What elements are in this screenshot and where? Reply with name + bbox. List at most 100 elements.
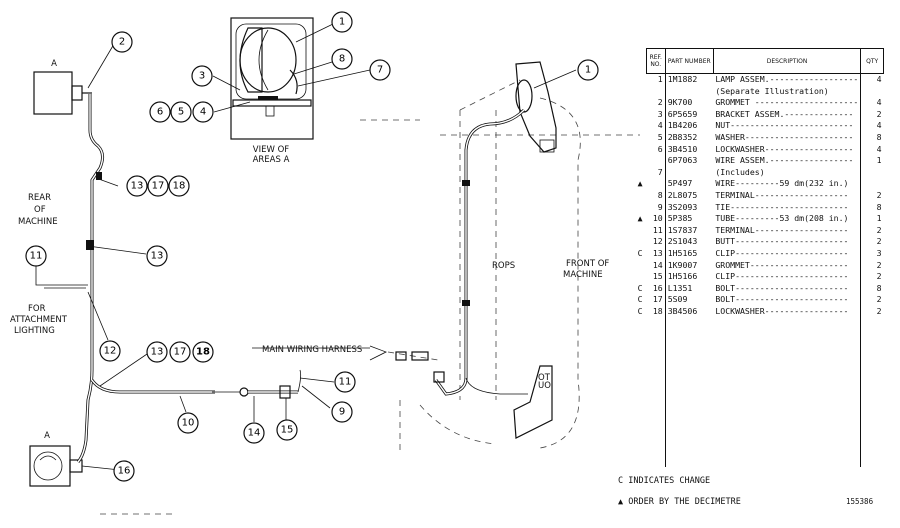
svg-text:UO: UO [538, 381, 551, 391]
cell-ref: 9 [646, 201, 666, 214]
callout-15: 15 [276, 419, 298, 441]
callout-13-c: 13 [146, 341, 168, 363]
cell-part: 5P385 [667, 213, 693, 224]
callout-1-front: 1 [577, 59, 599, 81]
svg-text:5: 5 [178, 107, 184, 118]
svg-text:17: 17 [152, 181, 165, 192]
cell-part: 2L8075 [667, 189, 698, 200]
cell-desc: BUTT----------------------- [713, 236, 862, 248]
callout-6: 6 [149, 101, 171, 123]
cell-ref: 5 [646, 131, 666, 144]
cell-ref: 12 [646, 236, 666, 248]
cell-mark [634, 225, 646, 237]
callout-17-a: 17 [147, 175, 169, 197]
cell-qty: 2 [876, 294, 882, 305]
cell-part: 3S2093 [667, 201, 698, 212]
cell-ref [646, 155, 666, 167]
callout-11-a: 11 [25, 245, 47, 267]
cell-mark: C [637, 282, 643, 293]
cell-mark [634, 202, 646, 214]
cell-part: 1K9007 [667, 259, 698, 270]
figure-number: 155386 [846, 497, 874, 506]
cell-part [665, 167, 713, 179]
callout-9: 9 [331, 401, 353, 423]
callout-4: 4 [192, 101, 214, 123]
cell-qty [861, 178, 884, 190]
svg-text:6: 6 [157, 107, 163, 118]
cell-ref: 16 [646, 282, 666, 295]
header-desc: DESCRIPTION [712, 48, 862, 74]
svg-text:18: 18 [196, 347, 210, 358]
cell-ref: 2 [646, 97, 666, 109]
cell-qty: 2 [876, 224, 882, 235]
front-label-2: MACHINE [563, 270, 603, 280]
cell-part: 1B4206 [667, 120, 698, 131]
cell-desc: NUT------------------------- [713, 120, 862, 132]
svg-text:13: 13 [131, 181, 144, 192]
cell-part: 2B8352 [667, 131, 698, 142]
callout-18-a: 18 [168, 175, 190, 197]
callout-2: 2 [111, 31, 133, 53]
svg-text:9: 9 [339, 407, 345, 418]
cell-desc: GROMMET-------------------- [713, 259, 862, 272]
cell-mark [634, 260, 646, 272]
table-row: 7(Includes) [634, 166, 884, 179]
cell-mark [634, 74, 646, 86]
callout-17-b: 17 [169, 341, 191, 363]
svg-text:14: 14 [248, 428, 261, 439]
callout-1-view: 1 [331, 11, 353, 33]
table-header-row: REF. NO. PART NUMBER DESCRIPTION QTY [634, 48, 884, 74]
cell-mark [634, 144, 646, 156]
footnote-order: ▲ ORDER BY THE DECIMETRE [618, 497, 741, 507]
cell-qty [861, 86, 884, 98]
main-harness: MAIN WIRING HARNESS [212, 345, 439, 422]
cell-desc: BOLT----------------------- [713, 282, 862, 295]
callout-8: 8 [331, 48, 353, 70]
cell-qty: 2 [876, 259, 882, 270]
callout-3: 3 [191, 65, 213, 87]
cell-qty: 2 [876, 271, 882, 282]
svg-text:16: 16 [118, 466, 131, 477]
cell-ref: 15 [646, 271, 666, 283]
cell-ref [646, 178, 666, 190]
rear-top-lamp: A [33, 43, 115, 115]
cell-part: 9K700 [667, 97, 693, 108]
cell-ref: 1 [646, 73, 666, 86]
cell-ref: 14 [646, 259, 666, 272]
cell-ref: 6 [646, 143, 666, 156]
view-of-label: VIEW OF [253, 145, 289, 155]
cell-desc: LAMP ASSEM.------------------ [713, 73, 862, 86]
cell-part: 5P497 [667, 178, 693, 189]
cell-mark [634, 271, 646, 283]
header-qty: QTY [860, 48, 884, 74]
cell-part: 6P5659 [667, 108, 698, 119]
svg-text:11: 11 [339, 377, 352, 388]
cell-desc: (Separate Illustration) [713, 85, 862, 98]
callout-14: 14 [243, 422, 265, 444]
cell-ref [646, 85, 666, 98]
view-leaders [212, 23, 371, 113]
cell-part: 2S1043 [667, 236, 698, 247]
areas-a-label: AREAS A [253, 155, 290, 165]
area-a-top-label: A [51, 59, 57, 69]
cell-desc: LOCKWASHER----------------- [713, 305, 862, 468]
cell-mark [634, 167, 646, 179]
svg-text:1: 1 [339, 17, 345, 28]
cell-qty: 2 [876, 236, 882, 247]
cell-ref: 11 [646, 224, 666, 237]
cell-mark [634, 236, 646, 248]
cell-mark [634, 97, 646, 109]
cell-desc: GROMMET --------------------- [713, 97, 862, 109]
svg-text:OT: OT [538, 373, 551, 383]
cell-part [665, 86, 713, 98]
cell-ref: 13 [646, 247, 666, 260]
callout-16: 16 [113, 460, 135, 482]
